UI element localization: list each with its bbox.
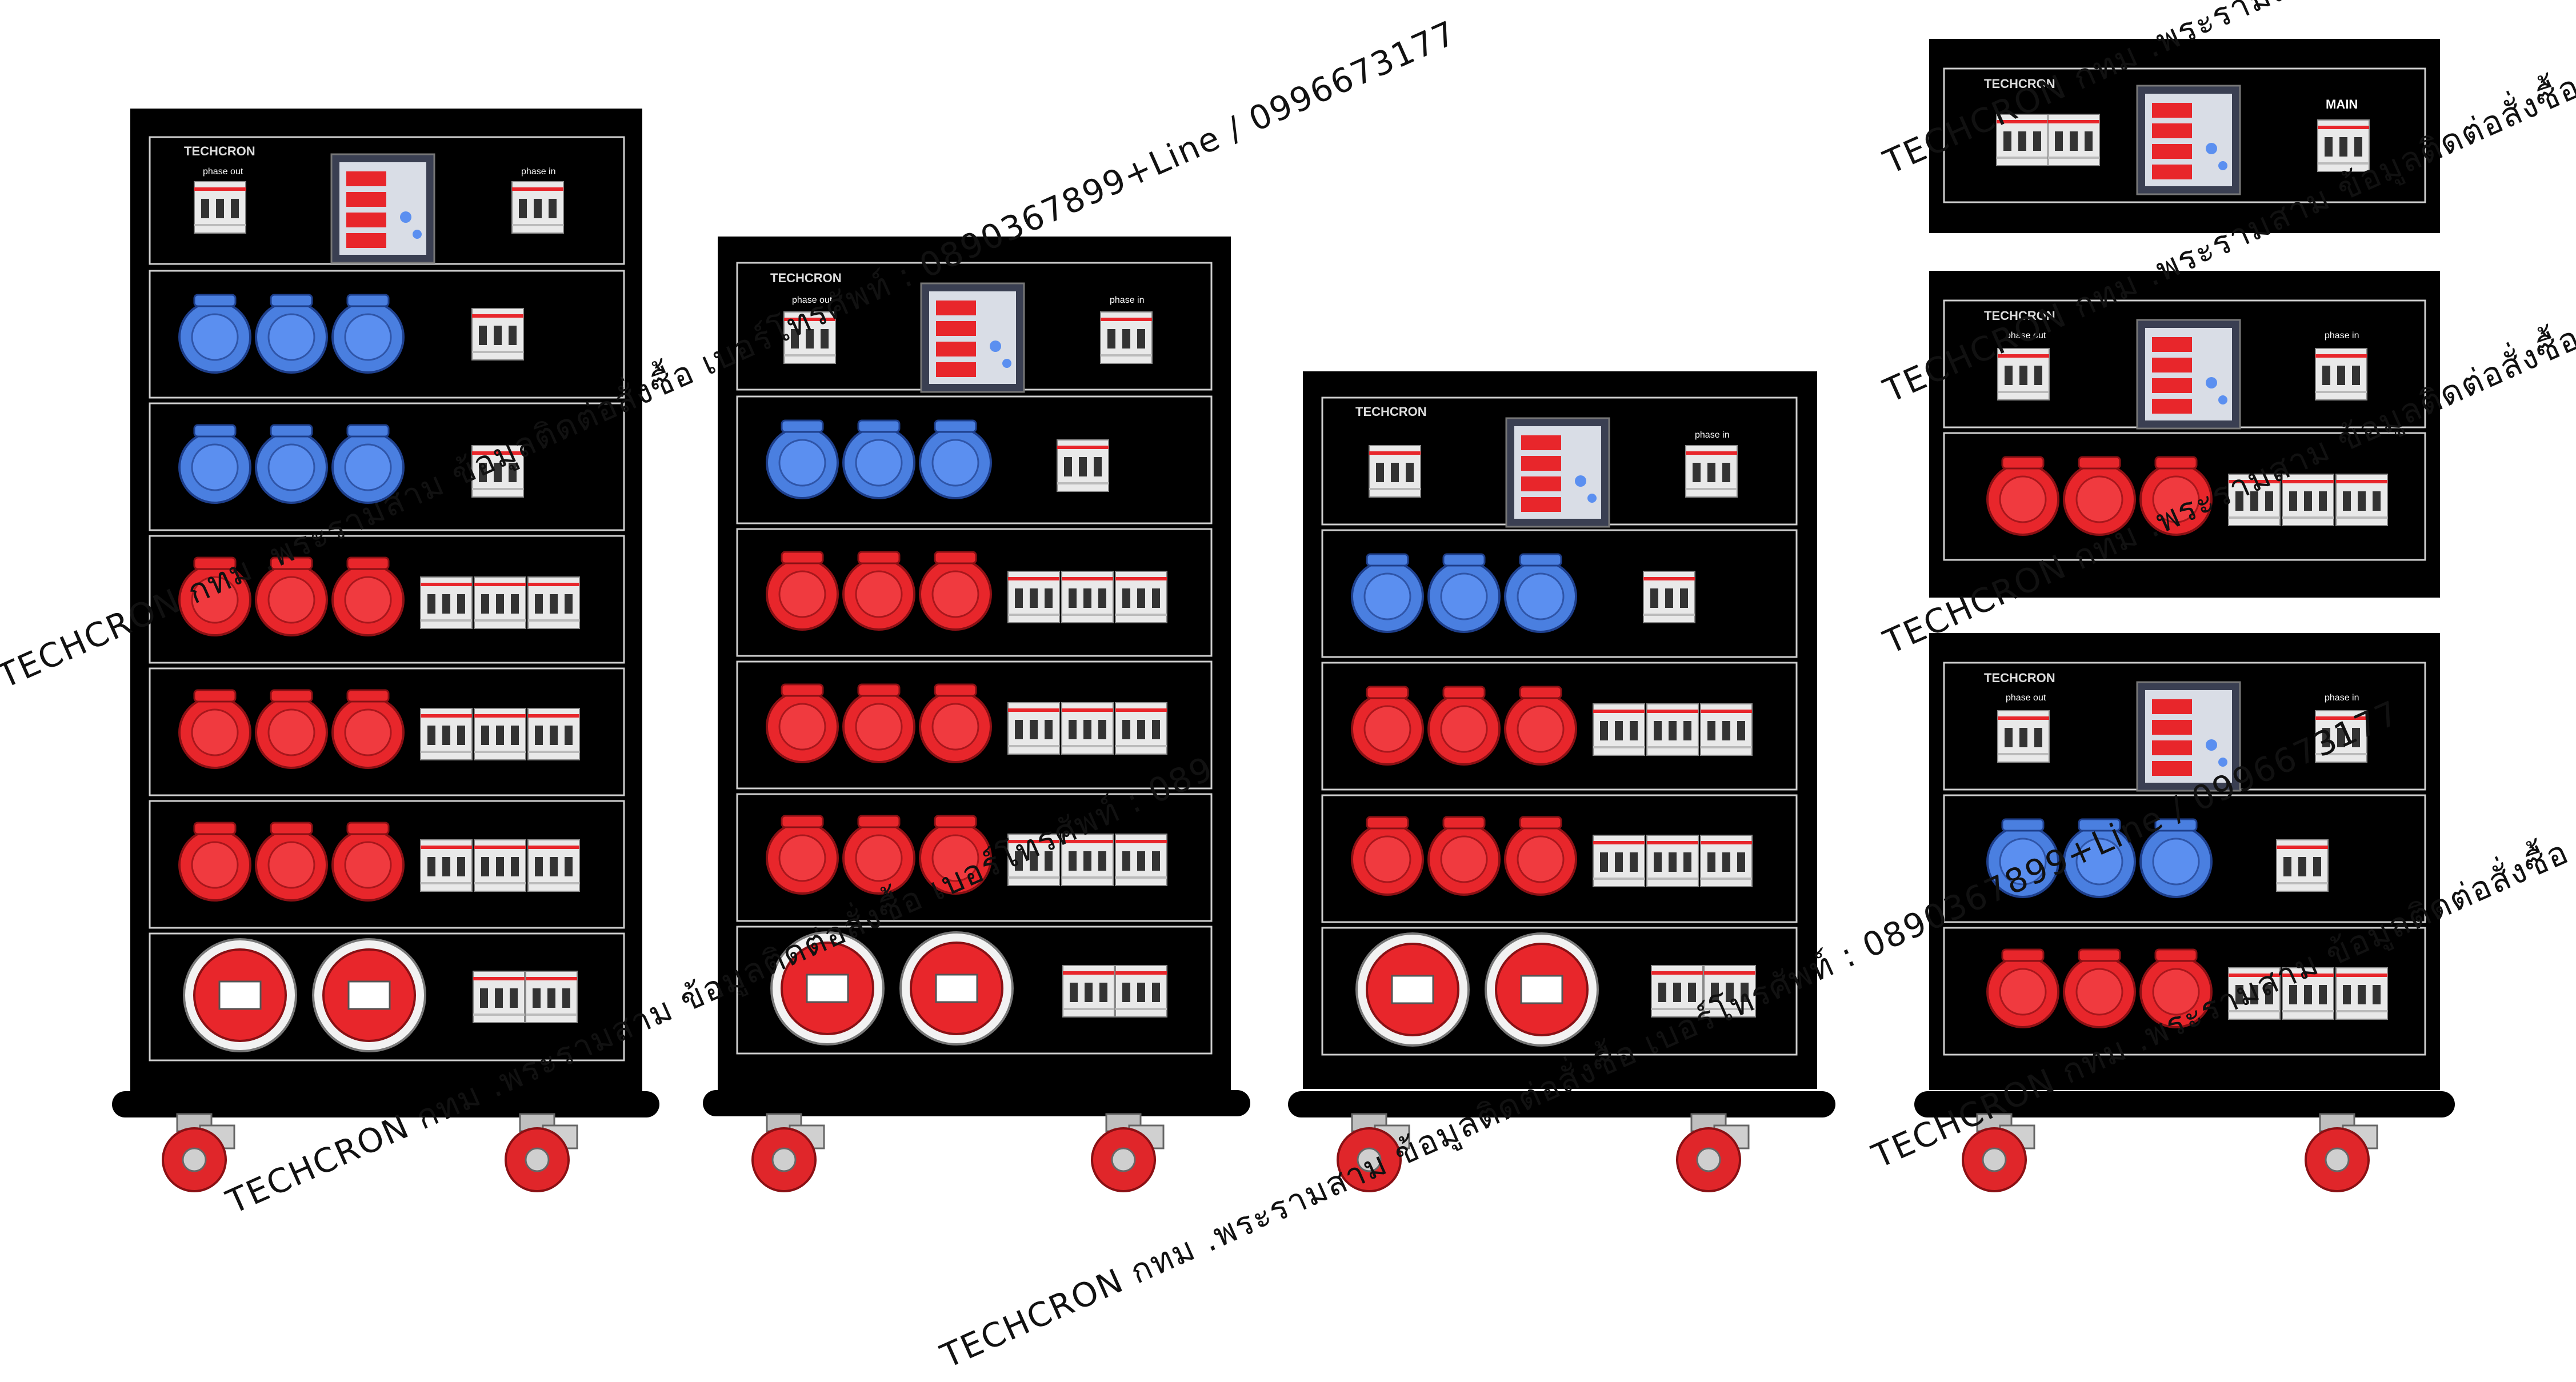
brand-label: TECHCRON	[1984, 309, 2055, 323]
rack-unit-main: TECHCRON MAIN	[1929, 39, 2440, 233]
phase-in-label: phase in	[1110, 295, 1145, 305]
cabinet-scene: TECHCRON phase out phase in	[112, 39, 2455, 1192]
phase-in-label: phase in	[2325, 693, 2359, 703]
brand-label: TECHCRON	[1984, 671, 2055, 685]
cabinet-2: TECHCRON phase out phase in	[703, 237, 1250, 1192]
cabinet-1: TECHCRON phase out phase in	[112, 109, 659, 1192]
phase-in-label: phase in	[1695, 430, 1730, 440]
cabinet-4: TECHCRON phase out phase in	[1914, 633, 2455, 1192]
phase-out-label: phase out	[2006, 693, 2046, 703]
brand-label: TECHCRON	[184, 144, 255, 158]
brand-label: TECHCRON	[770, 271, 842, 285]
main-label: MAIN	[2326, 97, 2358, 111]
phase-out-label: phase out	[792, 295, 833, 305]
brand-label: TECHCRON	[1355, 404, 1427, 419]
cabinet-3: TECHCRON phase in	[1288, 371, 1835, 1192]
phase-in-label: phase in	[2325, 331, 2359, 341]
brand-label: TECHCRON	[1984, 77, 2055, 91]
rack-unit-2: TECHCRON phase out phase in	[1929, 271, 2440, 598]
phase-out-label: phase out	[203, 167, 243, 177]
phase-out-label: phase out	[2006, 331, 2046, 341]
phase-in-label: phase in	[521, 167, 556, 177]
